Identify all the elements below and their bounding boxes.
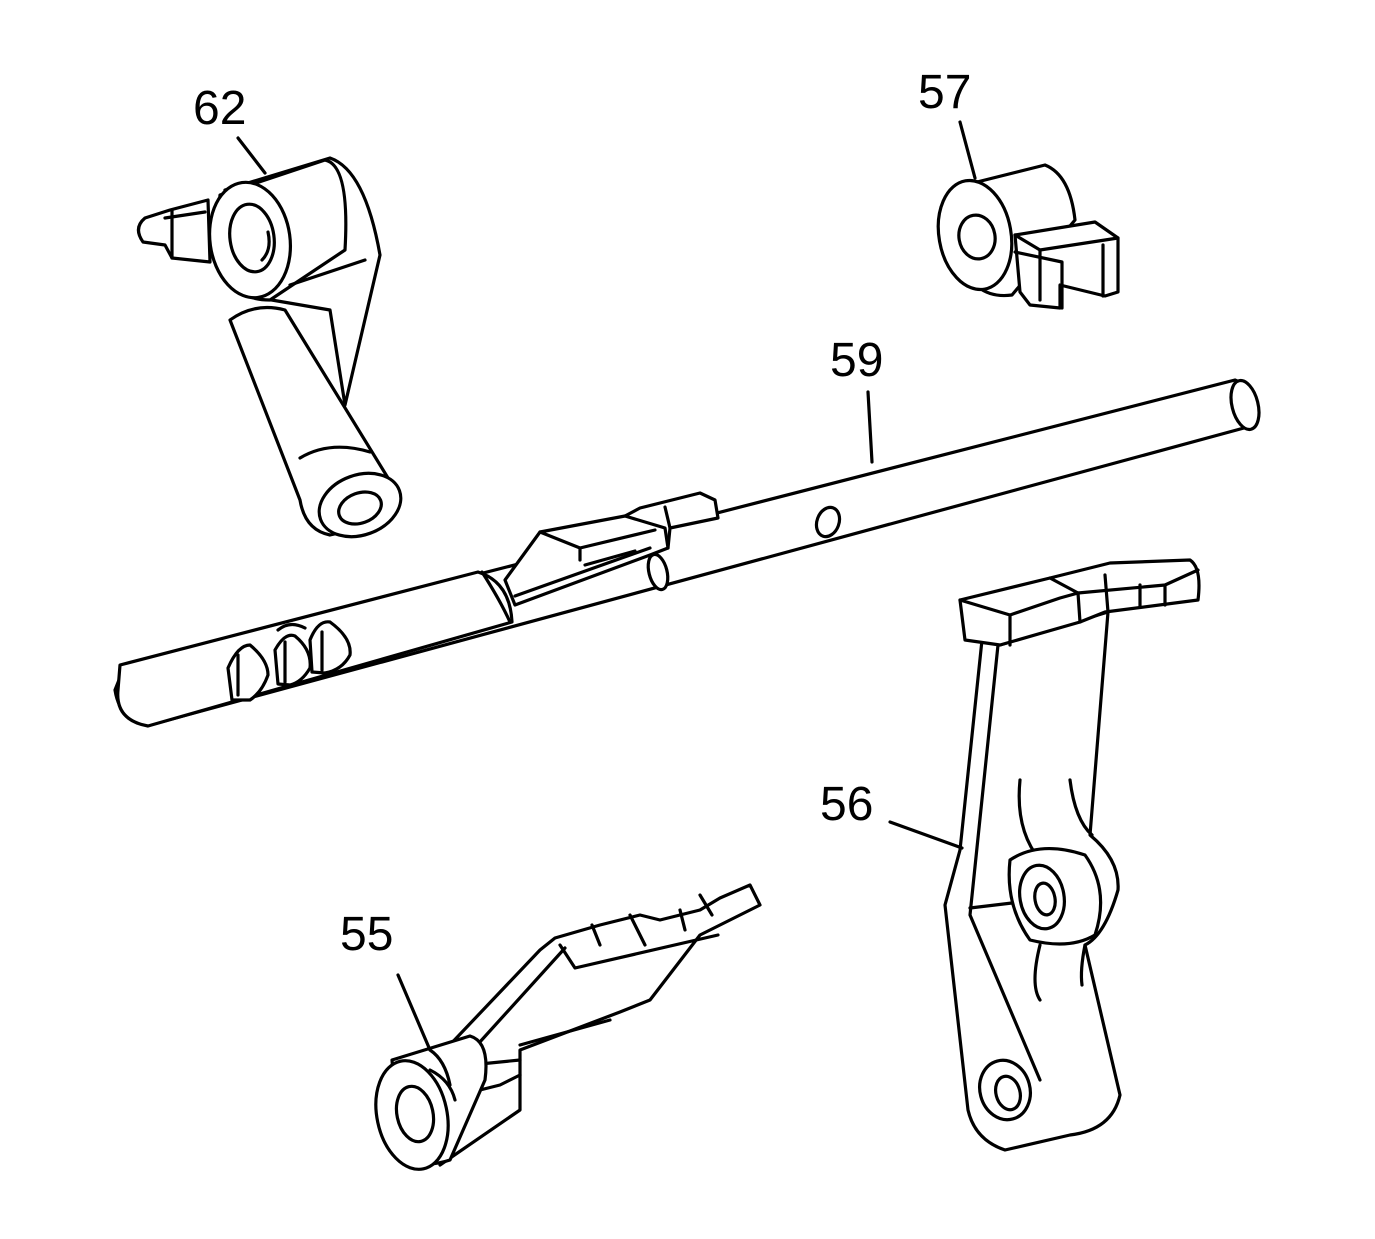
part-56-shift-fork (888, 558, 1201, 1152)
part-59-shift-rail (113, 378, 1261, 728)
callout-56: 56 (820, 778, 873, 831)
callout-59: 59 (830, 334, 883, 387)
part-55-shift-fork (374, 883, 762, 1171)
part-57-hub-clip (936, 120, 1120, 310)
callout-55: 55 (340, 908, 393, 961)
part-62-roller-lever (136, 136, 403, 539)
callout-62: 62 (193, 82, 246, 135)
callout-57: 57 (918, 66, 971, 119)
